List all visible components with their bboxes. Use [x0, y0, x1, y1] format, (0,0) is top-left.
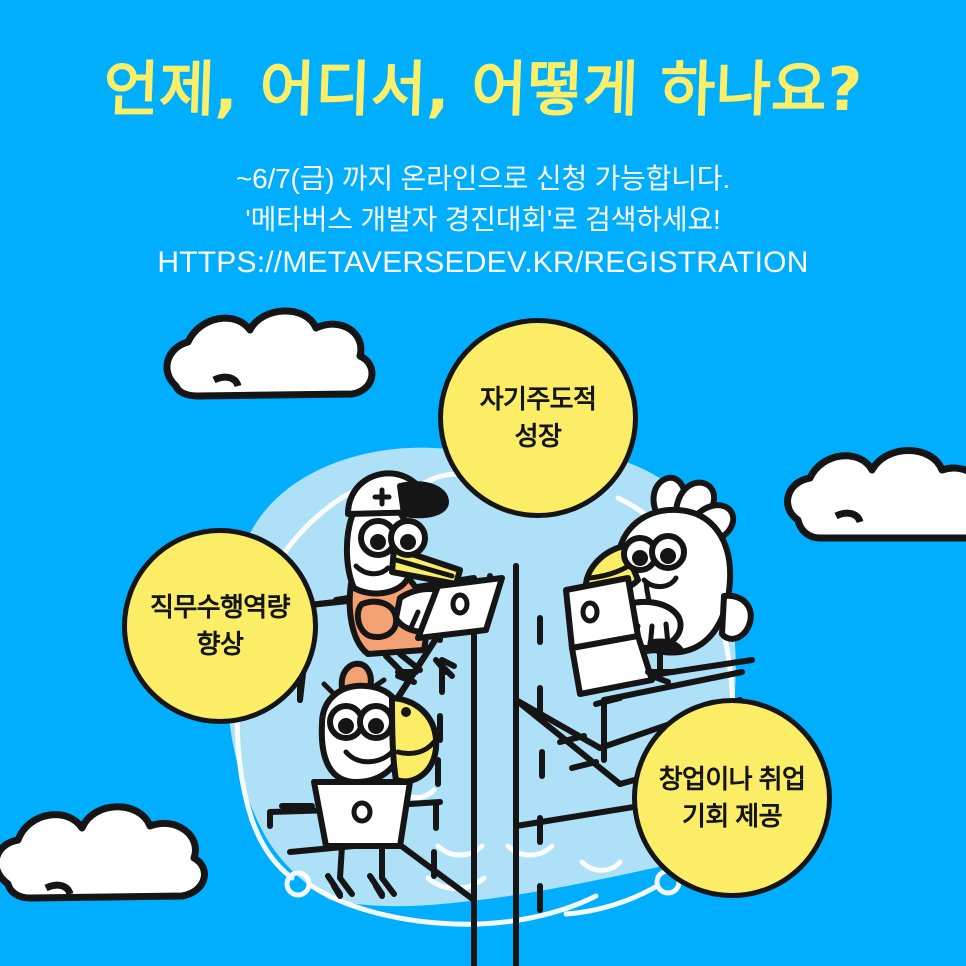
cloud-right — [784, 447, 966, 542]
blob-bottom-band — [246, 860, 694, 947]
benefit-bubble-career-opportunity: 창업이나 취업 기회 제공 — [632, 698, 832, 898]
benefit-bubble-self-directed-growth: 자기주도적 성장 — [438, 318, 638, 518]
benefit-bubble-line2: 성장 — [514, 421, 562, 451]
search-instruction-text: '메타버스 개발자 경진대회'로 검색하세요! — [245, 204, 721, 236]
benefit-bubble-line2: 기회 제공 — [682, 801, 783, 831]
benefit-bubble-job-competency: 직무수행역량 향상 — [122, 528, 318, 724]
deadline-text: ~6/7(금) 까지 온라인으로 신청 가능합니다. — [235, 163, 731, 194]
bird-with-crest — [563, 474, 754, 697]
benefit-bubble-line1: 자기주도적 — [479, 384, 597, 415]
cloud-top-left — [163, 307, 376, 400]
registration-url[interactable]: HTTPS://METAVERSEDEV.KR/REGISTRATION — [157, 245, 809, 279]
subcopy-block: ~6/7(금) 까지 온라인으로 신청 가능합니다. '메타버스 개발자 경진대… — [0, 158, 966, 285]
headline-block: 언제, 어디서, 어떻게 하나요? — [0, 55, 966, 125]
benefit-bubble-line2: 향상 — [196, 629, 244, 659]
benefit-bubble-line1: 창업이나 취업 — [658, 764, 806, 795]
bird-with-tuft — [279, 660, 443, 899]
bird-with-cap — [343, 470, 505, 685]
cloud-bottom-left — [0, 803, 208, 902]
benefit-bubble-line1: 직무수행역량 — [150, 592, 291, 623]
laptop-base — [569, 633, 655, 697]
page-title: 언제, 어디서, 어떻게 하나요? — [102, 55, 864, 125]
